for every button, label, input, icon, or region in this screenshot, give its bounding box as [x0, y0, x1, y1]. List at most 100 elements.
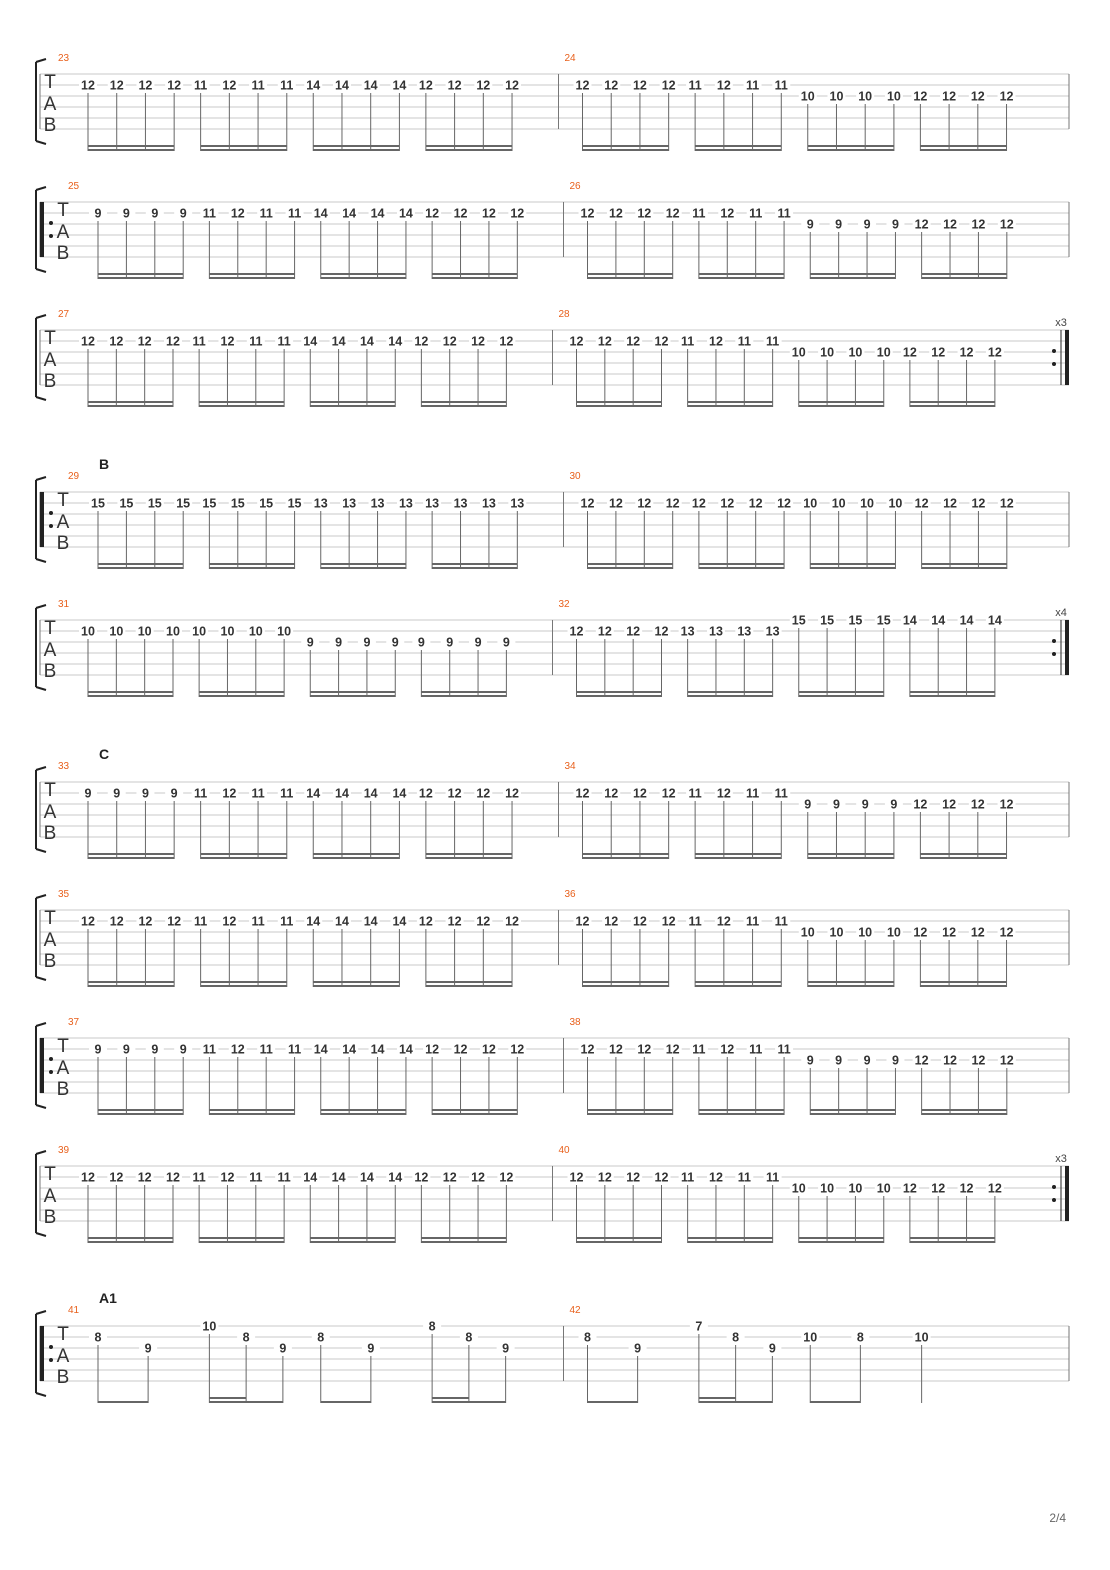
fret-background [689, 207, 708, 219]
beam-secondary [582, 981, 669, 983]
repeat-count: x3 [1055, 1153, 1067, 1165]
fret-background [190, 335, 209, 347]
fret-number: 8 [857, 1331, 864, 1345]
fret-background [775, 497, 794, 509]
fret-number: 10 [221, 625, 235, 639]
fret-number: 11 [278, 1171, 291, 1185]
fret-number: 12 [476, 79, 490, 93]
beam-secondary [199, 691, 285, 693]
fret-number: 9 [503, 636, 510, 650]
repeat-dot [1052, 652, 1056, 656]
fret-number: 15 [148, 497, 162, 511]
fret-background [801, 497, 820, 509]
fret-number: 15 [176, 497, 190, 511]
fret-number: 12 [443, 335, 457, 349]
fret-number: 10 [848, 1182, 862, 1196]
fret-number: 12 [637, 1043, 651, 1057]
fret-number: 14 [399, 1043, 413, 1057]
fret-number: 12 [915, 1054, 929, 1068]
fret-number: 12 [662, 79, 676, 93]
fret-background [630, 79, 649, 91]
beam-secondary [432, 563, 518, 565]
fret-number: 10 [801, 90, 815, 104]
fret-number: 14 [306, 787, 320, 801]
fret-background [508, 497, 527, 509]
fret-background [273, 1342, 292, 1354]
fret-background [886, 218, 905, 230]
tab-clef-letter: T [44, 1164, 56, 1185]
fret-number: 15 [119, 497, 133, 511]
fret-background [107, 915, 126, 927]
fret-background [174, 207, 193, 219]
fret-number: 12 [576, 79, 590, 93]
fret-background [218, 625, 237, 637]
fret-background [874, 614, 893, 626]
fret-number: 12 [166, 1171, 180, 1185]
fret-number: 12 [138, 915, 152, 929]
fret-background [969, 497, 988, 509]
fret-number: 12 [1000, 1054, 1014, 1068]
fret-background [451, 497, 470, 509]
beam-primary [921, 277, 1007, 279]
fret-background [763, 625, 782, 637]
beam-primary [810, 1401, 861, 1403]
system-brace [35, 1022, 47, 1109]
fret-number: 12 [505, 915, 519, 929]
fret-background [714, 79, 733, 91]
beam-primary [909, 1241, 995, 1243]
fret-background [746, 207, 765, 219]
fret-background [578, 1043, 597, 1055]
fret-number: 12 [971, 1054, 985, 1068]
section-marker: B [99, 456, 109, 472]
fret-number: 12 [960, 1182, 974, 1196]
beam-primary [432, 567, 518, 569]
fret-number: 11 [692, 1043, 705, 1057]
beam-secondary [313, 981, 400, 983]
fret-background [79, 1171, 97, 1183]
fret-number: 10 [830, 926, 844, 940]
fret-number: 13 [482, 497, 496, 511]
fret-background [145, 207, 164, 219]
fret-number: 13 [737, 625, 751, 639]
system-brace [35, 1150, 47, 1237]
fret-background [361, 79, 380, 91]
fret-background [846, 1182, 865, 1194]
fret-number: 12 [81, 1171, 95, 1185]
fret-background [386, 636, 405, 648]
fret-number: 9 [123, 1043, 130, 1057]
fret-number: 12 [633, 787, 647, 801]
beam-secondary [200, 981, 287, 983]
fret-number: 12 [419, 915, 433, 929]
fret-number: 12 [943, 218, 957, 232]
beam-secondary [698, 563, 785, 565]
fret-background [789, 614, 808, 626]
fret-background [423, 207, 442, 219]
fret-background [277, 915, 296, 927]
fret-background [801, 1054, 820, 1066]
fret-number: 10 [877, 346, 891, 360]
tab-clef-letter: T [57, 490, 69, 511]
fret-background [497, 335, 516, 347]
fret-number: 12 [454, 1043, 468, 1057]
fret-number: 12 [655, 625, 669, 639]
fret-number: 13 [681, 625, 695, 639]
fret-background [277, 787, 296, 799]
fret-number: 7 [695, 1320, 702, 1334]
fret-number: 14 [903, 614, 917, 628]
fret-number: 12 [414, 335, 428, 349]
fret-background [361, 915, 380, 927]
fret-background [968, 926, 987, 938]
fret-number: 10 [860, 497, 874, 511]
beam-primary [432, 277, 518, 279]
beam-primary [313, 857, 400, 859]
beam-secondary [807, 853, 894, 855]
fret-number: 13 [709, 625, 723, 639]
beam-primary [798, 695, 884, 697]
beam-primary [421, 695, 507, 697]
fret-background [763, 1342, 782, 1354]
fret-background [735, 335, 754, 347]
fret-number: 9 [142, 787, 149, 801]
repeat-dot [49, 1057, 53, 1061]
beam-secondary [687, 691, 773, 693]
beam-primary [209, 277, 295, 279]
